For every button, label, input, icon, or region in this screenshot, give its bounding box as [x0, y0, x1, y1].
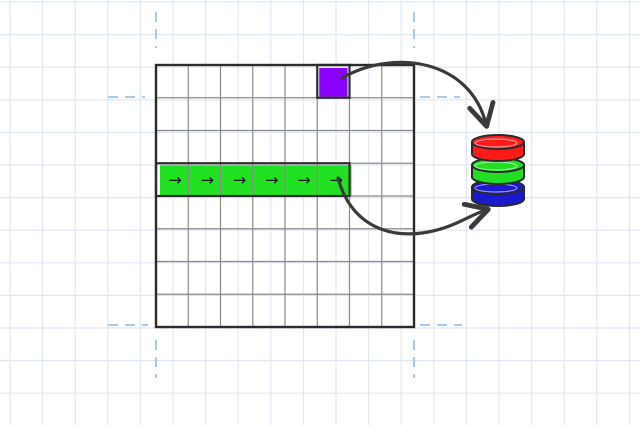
right-arrow-icon: → — [265, 171, 278, 190]
highlight-cell — [319, 68, 348, 97]
disc-shine — [474, 138, 518, 148]
right-arrow-icon: → — [168, 171, 181, 190]
highlighted-row — [160, 165, 352, 196]
highlight-cell-outline — [316, 63, 351, 99]
highlighted-row-outline — [154, 162, 351, 198]
right-arrow-icon: → — [201, 171, 214, 190]
row-arrows: →→→→→→ — [168, 171, 343, 190]
curved-arrow-icon — [340, 60, 496, 129]
main-grid: →→→→→→ — [154, 63, 416, 329]
curved-arrow-icon — [336, 176, 491, 236]
disc-shine — [474, 161, 518, 171]
disc-stack-icon — [471, 134, 525, 207]
right-arrow-icon: → — [233, 171, 246, 190]
right-arrow-icon: → — [297, 171, 310, 190]
grid-lines — [154, 63, 416, 329]
guide-lines — [108, 12, 462, 378]
